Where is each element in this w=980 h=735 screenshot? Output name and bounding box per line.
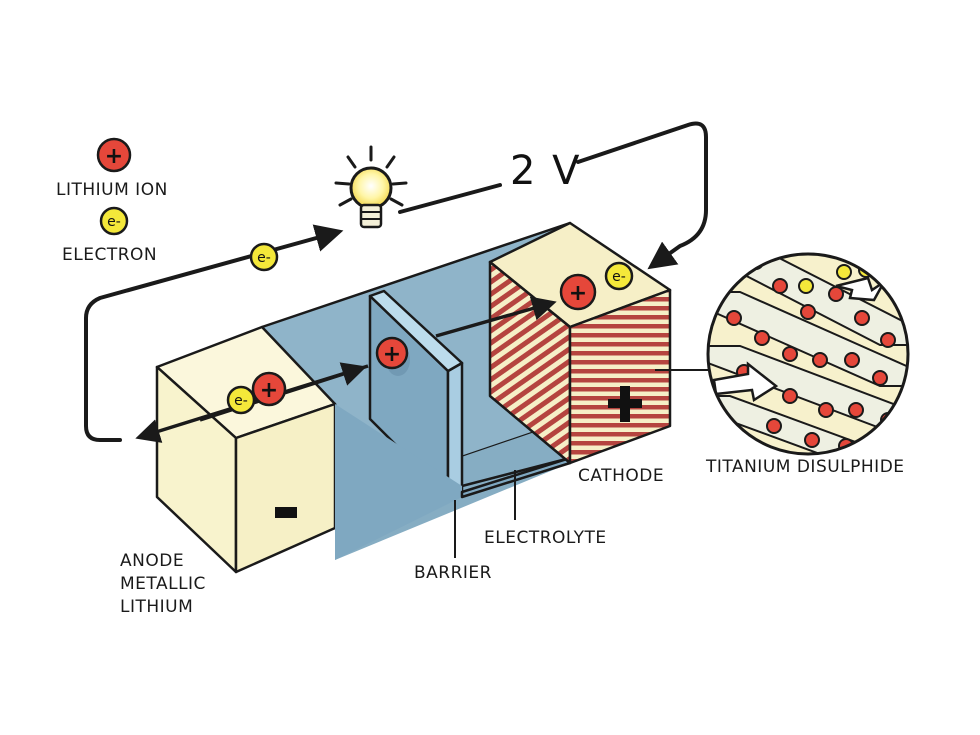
titanium-disulphide-label: TITANIUM DISULPHIDE — [705, 457, 905, 477]
svg-text:e-: e- — [257, 250, 271, 266]
anode-label-line1: ANODE — [120, 551, 184, 571]
lithium-ion-icon: + — [96, 137, 132, 173]
electrolyte-label: ELECTROLYTE — [484, 528, 607, 548]
svg-text:+: + — [383, 342, 401, 367]
legend: + LITHIUM ION e- ELECTRON — [56, 137, 168, 265]
lithium-ion-cathode: + — [559, 273, 597, 311]
circuit-wire — [84, 121, 708, 442]
cathode-label: CATHODE — [578, 466, 664, 486]
component-labels: ANODE METALLIC LITHIUM BARRIER ELECTROLY… — [120, 457, 905, 617]
legend-lithium-ion-label: LITHIUM ION — [56, 180, 168, 200]
lithium-ion-barrier: + — [375, 336, 410, 376]
svg-text:e-: e- — [612, 269, 626, 285]
svg-text:e-: e- — [107, 214, 121, 230]
anode-terminal-sign — [275, 507, 297, 518]
legend-electron-label: ELECTRON — [62, 245, 157, 265]
electron-cathode: e- — [604, 261, 634, 291]
voltage-label: 2 V — [510, 148, 582, 194]
anode-label-line2: METALLIC — [120, 574, 206, 594]
svg-text:e-: e- — [234, 393, 248, 409]
svg-text:+: + — [569, 281, 587, 306]
barrier-label: BARRIER — [414, 563, 492, 583]
svg-text:+: + — [105, 144, 123, 169]
electron-wire: e- — [249, 242, 279, 272]
cathode-terminal-sign — [608, 386, 642, 422]
electron-icon: e- — [99, 206, 129, 236]
light-bulb-icon — [334, 145, 408, 229]
lithium-ion-anode: + — [251, 371, 287, 407]
svg-text:+: + — [260, 378, 278, 403]
anode-label-line3: LITHIUM — [120, 597, 193, 617]
electron-anode: e- — [226, 385, 256, 415]
titanium-zoom-circle — [706, 252, 910, 456]
